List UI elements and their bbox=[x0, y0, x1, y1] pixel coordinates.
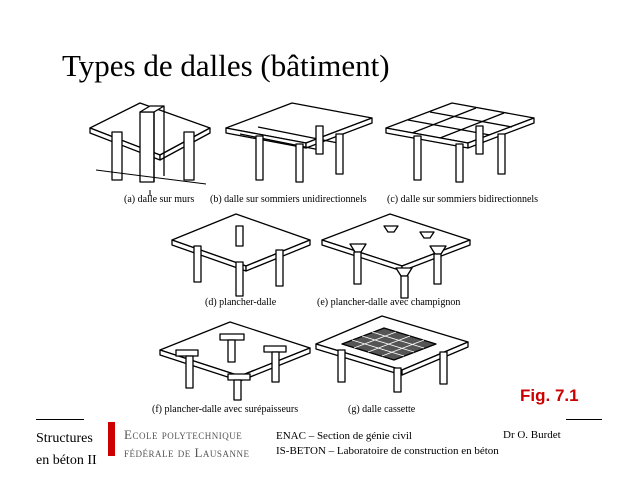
drawing-g-waffle-slab bbox=[315, 315, 469, 393]
course-name: Structures en béton II bbox=[36, 428, 97, 472]
drawing-d-flat-slab bbox=[171, 213, 311, 297]
drawing-b-slab-on-unidirectional-beams bbox=[225, 102, 373, 183]
caption-f: (f) plancher-dalle avec surépaisseurs bbox=[152, 404, 299, 415]
school-line-1: Ecole polytechnique bbox=[124, 427, 243, 442]
epfl-logo-bar bbox=[108, 422, 115, 456]
figure-label: Fig. 7.1 bbox=[520, 386, 579, 405]
footer-rule-left bbox=[36, 419, 84, 420]
drawing-a-slab-on-walls bbox=[89, 102, 211, 196]
caption-b: (b) dalle sur sommiers unidirectionnels bbox=[210, 194, 367, 205]
page-title: Types de dalles (bâtiment) bbox=[62, 48, 390, 83]
caption-d: (d) plancher-dalle bbox=[205, 297, 277, 308]
dept-line-1: ENAC – Section de génie civil bbox=[276, 430, 412, 442]
drawing-f-flat-slab-with-drop-panels bbox=[159, 321, 311, 401]
drawing-c-slab-on-bidirectional-beams bbox=[385, 102, 535, 183]
drawing-e-flat-slab-with-column-capitals bbox=[321, 213, 471, 299]
footer-rule-right bbox=[566, 419, 602, 420]
dept-line-2: IS-BETON – Laboratoire de construction e… bbox=[276, 445, 499, 457]
caption-c: (c) dalle sur sommiers bidirectionnels bbox=[387, 194, 539, 205]
epfl-logo: Ecole polytechnique fédérale de Lausanne bbox=[124, 426, 249, 462]
author: Dr O. Burdet bbox=[503, 429, 561, 441]
caption-g: (g) dalle cassette bbox=[348, 404, 416, 415]
school-line-2: fédérale de Lausanne bbox=[124, 445, 250, 460]
department-info: ENAC – Section de génie civil IS-BETON –… bbox=[276, 429, 499, 459]
caption-e: (e) plancher-dalle avec champignon bbox=[317, 297, 461, 308]
course-line-1: Structures bbox=[36, 431, 93, 446]
course-line-2: en béton II bbox=[36, 453, 97, 468]
caption-a: (a) dalle sur murs bbox=[124, 194, 195, 205]
